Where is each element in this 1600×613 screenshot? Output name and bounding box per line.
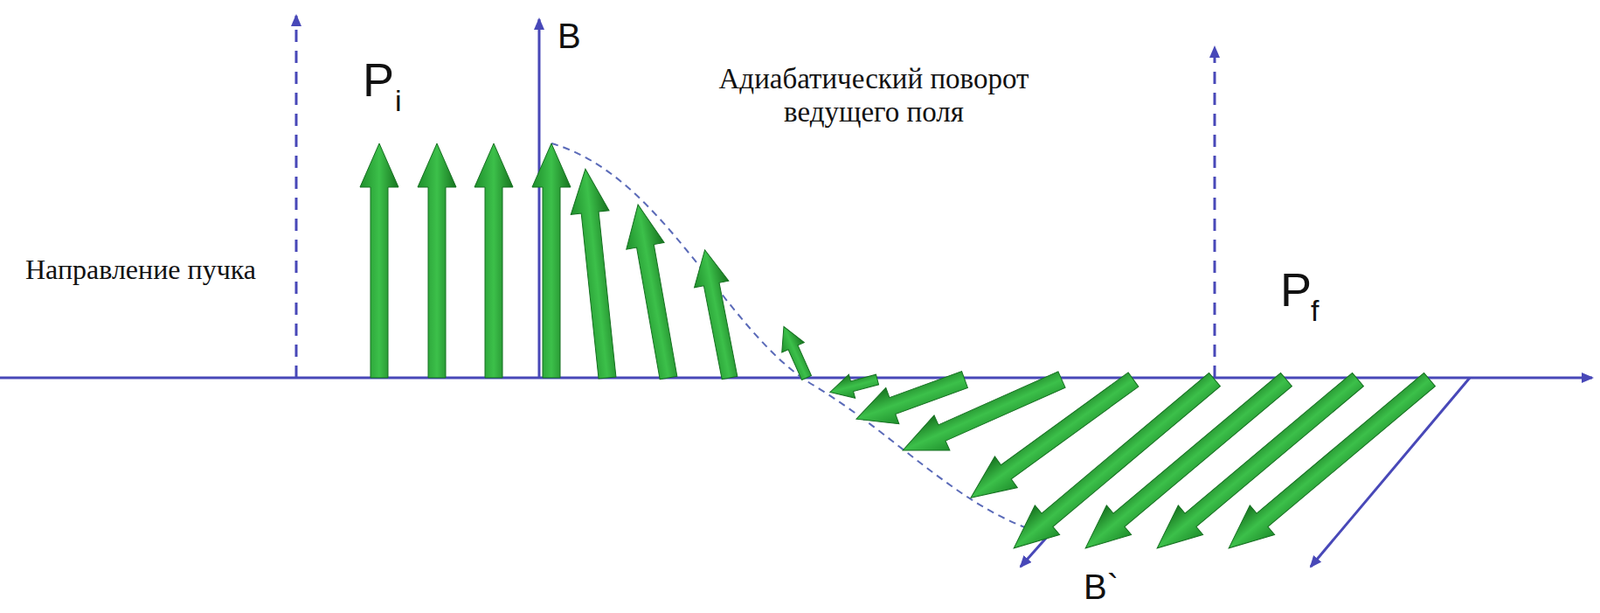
- polarization-arrows: [360, 143, 1442, 563]
- field-axis: [538, 19, 541, 378]
- dashed-marker: [295, 15, 298, 378]
- field-label: B: [557, 15, 582, 56]
- polarization-label: P: [362, 52, 395, 107]
- envelope-curve: [551, 143, 1049, 535]
- process-note: Адиабатический поворот ведущего поля: [664, 62, 1084, 130]
- subscript: f: [1310, 293, 1319, 328]
- axis-label: Направление пучка: [5, 253, 277, 286]
- subscript: i: [394, 83, 402, 118]
- field-label: B`: [1083, 566, 1119, 607]
- polarization-label: P: [1280, 262, 1312, 317]
- dashed-marker: [1213, 47, 1217, 378]
